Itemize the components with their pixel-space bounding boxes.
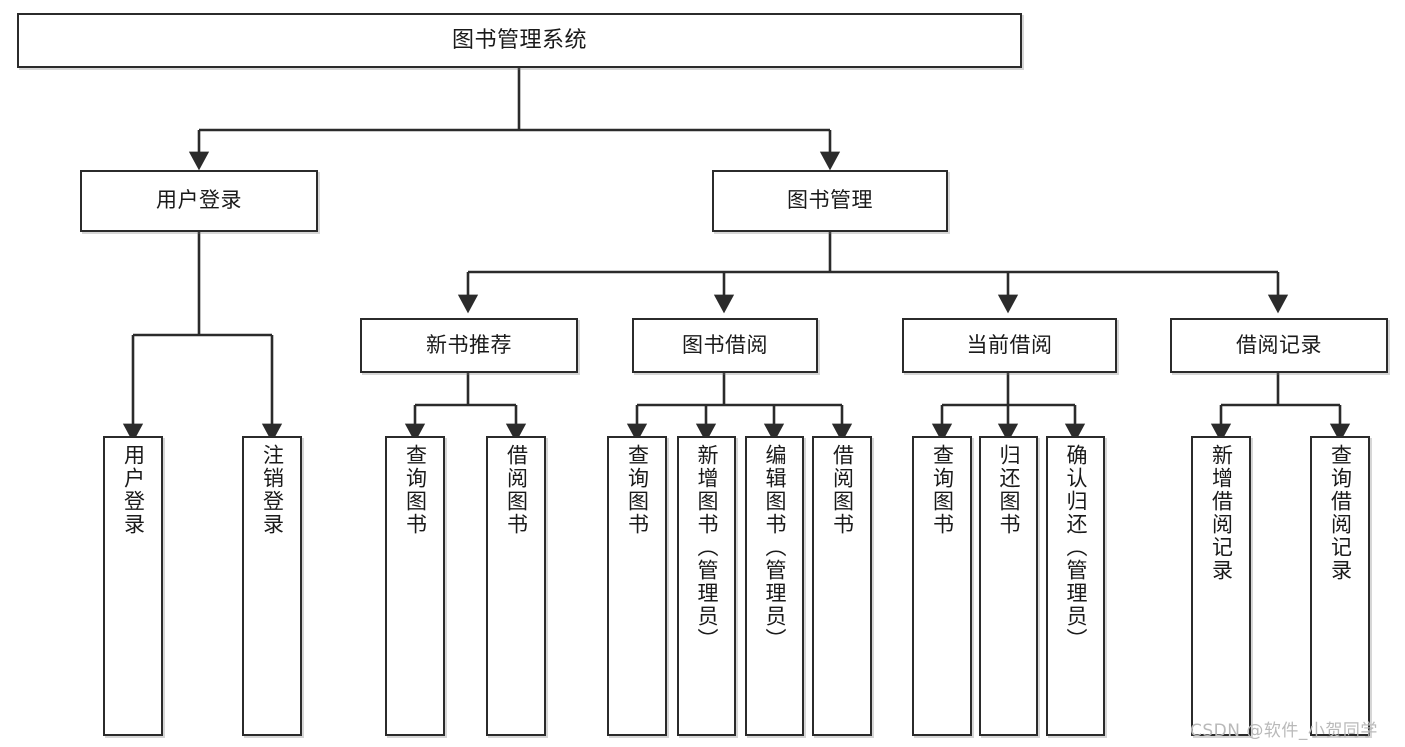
node-label: 注销登录 [260, 444, 285, 536]
node-label: 图书管理系统 [451, 27, 587, 53]
node-user-login[interactable]: 用户登录 [80, 170, 318, 232]
leaf-query-book-current[interactable]: 查询图书 [912, 436, 972, 736]
leaf-logout-login[interactable]: 注销登录 [242, 436, 302, 736]
node-label: 用户登录 [156, 188, 242, 213]
node-label: 新增图书（管理员） [694, 444, 719, 651]
node-label: 归还图书 [996, 444, 1021, 536]
node-label: 编辑图书（管理员） [762, 444, 787, 651]
node-label: 确认归还（管理员） [1063, 444, 1088, 651]
leaf-return-book[interactable]: 归还图书 [979, 436, 1038, 736]
node-borrow-record[interactable]: 借阅记录 [1170, 318, 1388, 373]
node-book-borrowing[interactable]: 图书借阅 [632, 318, 818, 373]
node-label: 借阅图书 [504, 444, 529, 536]
node-label: 借阅图书 [830, 444, 855, 536]
leaf-query-borrow-record[interactable]: 查询借阅记录 [1310, 436, 1370, 736]
leaf-user-login[interactable]: 用户登录 [103, 436, 163, 736]
node-label: 图书管理 [787, 188, 873, 213]
node-label: 查询图书 [403, 444, 428, 536]
leaf-add-book-admin[interactable]: 新增图书（管理员） [677, 436, 736, 736]
node-label: 图书借阅 [682, 332, 768, 357]
leaf-borrow-book[interactable]: 借阅图书 [812, 436, 872, 736]
node-label: 新增借阅记录 [1209, 444, 1234, 582]
node-label: 新书推荐 [426, 332, 512, 357]
node-book-management[interactable]: 图书管理 [712, 170, 948, 232]
leaf-edit-book-admin[interactable]: 编辑图书（管理员） [745, 436, 804, 736]
leaf-query-book-borrow[interactable]: 查询图书 [607, 436, 667, 736]
node-current-borrowing[interactable]: 当前借阅 [902, 318, 1117, 373]
node-new-book-recommendation[interactable]: 新书推荐 [360, 318, 578, 373]
node-label: 查询图书 [930, 444, 955, 536]
leaf-query-book-newbook[interactable]: 查询图书 [385, 436, 445, 736]
node-label: 查询图书 [625, 444, 650, 536]
node-label: 查询借阅记录 [1328, 444, 1353, 582]
watermark-text: CSDN @软件_小贺同学 [1190, 721, 1378, 741]
node-label: 用户登录 [121, 444, 146, 536]
node-label: 借阅记录 [1236, 332, 1322, 357]
leaf-add-borrow-record[interactable]: 新增借阅记录 [1191, 436, 1251, 736]
node-label: 当前借阅 [966, 332, 1053, 357]
leaf-borrow-book-newbook[interactable]: 借阅图书 [486, 436, 546, 736]
leaf-confirm-return-admin[interactable]: 确认归还（管理员） [1046, 436, 1105, 736]
node-root-system[interactable]: 图书管理系统 [17, 13, 1022, 68]
